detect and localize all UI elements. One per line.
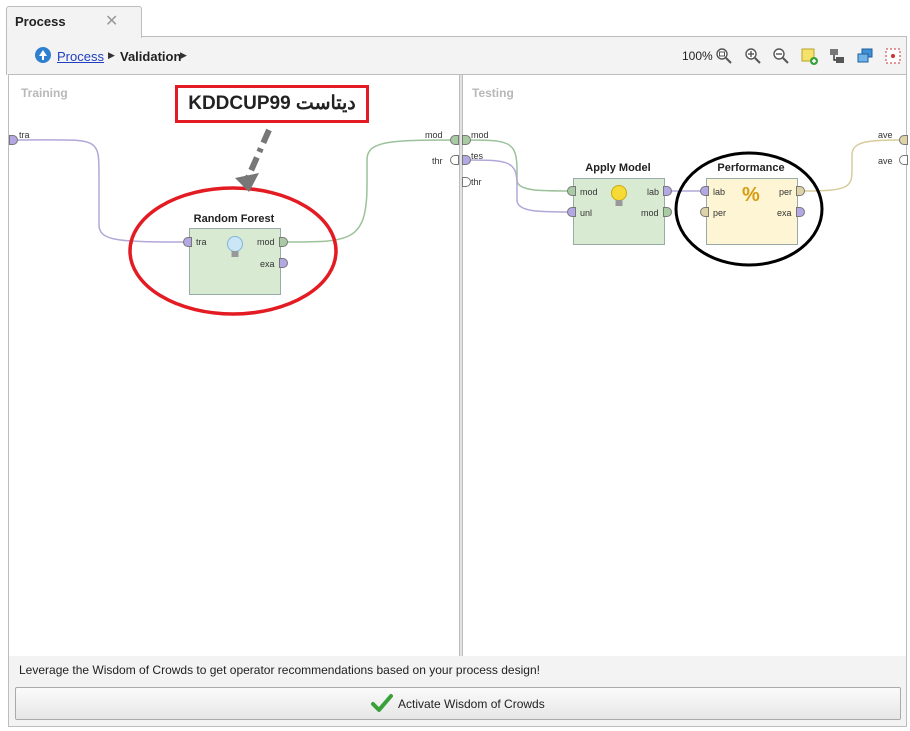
- port-label: per: [779, 187, 793, 197]
- port-label: mod: [425, 130, 443, 140]
- operator-title: Performance: [717, 162, 785, 174]
- testing-input-port[interactable]: [462, 177, 471, 187]
- testing-panel-title: Testing: [472, 86, 514, 100]
- checkmark-icon: [371, 694, 393, 712]
- recommendation-bar: Leverage the Wisdom of Crowds to get ope…: [8, 656, 907, 727]
- port-label: mod: [257, 237, 275, 247]
- process-toolbar: Process ▶ Validation ▶ 100%: [6, 36, 907, 75]
- lightbulb-icon: [611, 185, 627, 206]
- apply-output-port[interactable]: [663, 207, 672, 217]
- port-label: unl: [580, 208, 593, 218]
- rf-output-port[interactable]: [279, 237, 288, 247]
- breadcrumb-validation: Validation: [120, 49, 182, 64]
- recommendation-message: Leverage the Wisdom of Crowds to get ope…: [19, 663, 540, 677]
- port-label: per: [713, 208, 727, 218]
- training-output-port[interactable]: [450, 155, 459, 165]
- port-label: tra: [196, 237, 207, 247]
- activate-wisdom-label: Activate Wisdom of Crowds: [398, 697, 545, 711]
- rf-input-port[interactable]: [183, 237, 192, 247]
- testing-input-port[interactable]: [462, 135, 471, 145]
- testing-output-port[interactable]: [899, 155, 908, 165]
- close-icon[interactable]: ✕: [105, 13, 119, 30]
- port-label: tes: [471, 151, 484, 161]
- annotation-overlay: [128, 128, 824, 316]
- operator-title: Random Forest: [193, 213, 275, 225]
- zoom-fit-icon[interactable]: [715, 47, 733, 65]
- port-label: exa: [777, 208, 792, 218]
- zoom-out-icon[interactable]: [772, 47, 790, 65]
- rf-output-port[interactable]: [279, 258, 288, 268]
- tab-strip: [0, 0, 910, 36]
- performance-input-port[interactable]: [700, 186, 709, 196]
- up-arrow-icon[interactable]: [35, 47, 51, 63]
- training-panel-title: Training: [21, 86, 68, 100]
- performance-operator[interactable]: lab per per exa %: [706, 178, 798, 245]
- apply-input-port[interactable]: [567, 207, 576, 217]
- annotation-label: KDDCUP99 دیتاست: [175, 85, 369, 123]
- process-canvas[interactable]: Training Testing tra mod mod thr tes thr…: [8, 74, 908, 658]
- performance-input-port[interactable]: [700, 207, 709, 217]
- breadcrumb-separator-icon: ▶: [108, 50, 115, 60]
- apply-output-port[interactable]: [663, 186, 672, 196]
- annotation-text: KDDCUP99 دیتاست: [188, 93, 356, 114]
- apply-input-port[interactable]: [567, 186, 576, 196]
- port-label: mod: [641, 208, 659, 218]
- activate-wisdom-button[interactable]: Activate Wisdom of Crowds: [15, 687, 901, 720]
- arrange-operators-icon[interactable]: [856, 47, 874, 65]
- zoom-level: 100%: [682, 49, 713, 63]
- lightbulb-icon: [227, 236, 243, 257]
- subprocess-divider[interactable]: [459, 75, 463, 657]
- percent-icon: %: [742, 184, 760, 206]
- testing-output-port[interactable]: [899, 135, 908, 145]
- testing-input-port[interactable]: [462, 155, 471, 165]
- port-label: mod: [471, 130, 489, 140]
- tab-label: Process: [15, 14, 66, 29]
- training-output-port[interactable]: [450, 135, 459, 145]
- performance-output-port[interactable]: [796, 207, 805, 217]
- select-all-icon[interactable]: [884, 47, 902, 65]
- port-label: ave: [878, 130, 893, 140]
- connection-lines: [12, 139, 902, 243]
- port-label: tra: [19, 130, 30, 140]
- breadcrumb-separator-icon[interactable]: ▶: [180, 50, 187, 60]
- apply-model-operator[interactable]: mod unl lab mod: [573, 178, 665, 245]
- breadcrumb-process-link[interactable]: Process: [57, 49, 104, 64]
- training-input-port[interactable]: [9, 135, 18, 145]
- port-label: thr: [432, 156, 443, 166]
- zoom-in-icon[interactable]: [744, 47, 762, 65]
- port-label: lab: [647, 187, 660, 197]
- port-label: thr: [471, 177, 482, 187]
- tab-process[interactable]: Process ✕: [6, 6, 142, 38]
- performance-output-port[interactable]: [796, 186, 805, 196]
- random-forest-operator[interactable]: tra mod exa: [189, 228, 281, 295]
- port-label: lab: [713, 187, 726, 197]
- port-label: mod: [580, 187, 598, 197]
- auto-wire-icon[interactable]: [828, 47, 846, 65]
- port-label: ave: [878, 156, 893, 166]
- add-note-icon[interactable]: [800, 47, 818, 65]
- port-label: exa: [260, 259, 275, 269]
- operator-title: Apply Model: [585, 162, 651, 174]
